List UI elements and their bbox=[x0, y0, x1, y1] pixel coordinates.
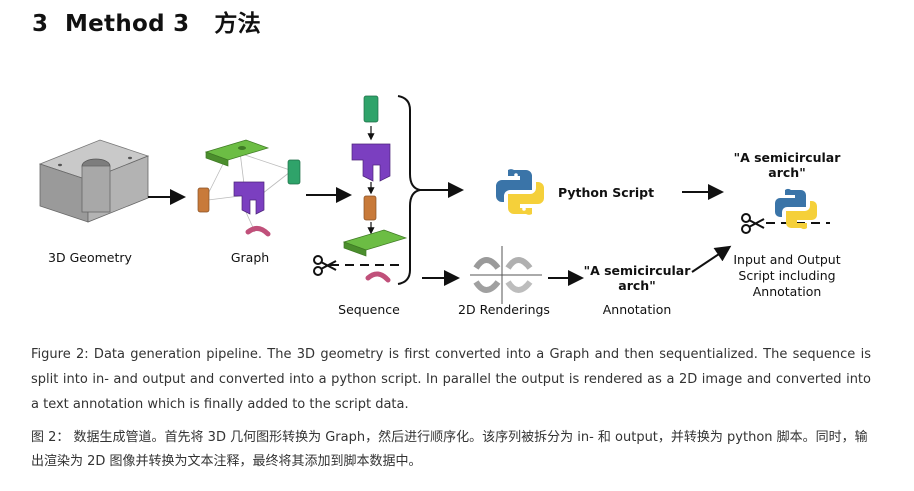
python-logo-icon bbox=[775, 189, 817, 229]
graph-label: Graph bbox=[231, 250, 269, 265]
annotation-text-line1: "A semicircular bbox=[584, 263, 692, 278]
section-number: 3 bbox=[32, 11, 49, 37]
sequence-label: Sequence bbox=[338, 302, 400, 317]
output-text-line2: arch" bbox=[768, 165, 805, 180]
section-title-en: Method 3 bbox=[64, 11, 190, 37]
python-logo-icon bbox=[496, 169, 544, 215]
sequence-parts-icon bbox=[330, 95, 408, 283]
scissors-icon bbox=[741, 213, 765, 234]
output-label-line1: Input and Output bbox=[733, 252, 840, 267]
section-heading: 3 Method 3 方法 bbox=[32, 4, 261, 38]
pipeline-figure: 3D Geometry Graph Seq bbox=[38, 95, 842, 317]
output-text-line1: "A semicircular bbox=[734, 150, 842, 165]
geometry-label: 3D Geometry bbox=[48, 250, 132, 265]
geometry-block-icon bbox=[38, 139, 150, 223]
figure-caption-zh: 图 2： 数据生成管道。首先将 3D 几何图形转换为 Graph，然后进行顺序化… bbox=[31, 430, 868, 469]
graph-nodes-icon bbox=[197, 139, 301, 237]
scissors-icon bbox=[313, 255, 337, 276]
rendering-views-icon bbox=[470, 246, 542, 304]
output-label-line3: Annotation bbox=[753, 284, 822, 299]
output-label-line2: Script including bbox=[738, 268, 835, 283]
section-title-zh: 方法 bbox=[214, 11, 262, 37]
brace-icon bbox=[397, 95, 421, 285]
python-script-label: Python Script bbox=[558, 185, 654, 200]
arrow-icon bbox=[691, 245, 732, 273]
renderings-label: 2D Renderings bbox=[458, 302, 550, 317]
annotation-label: Annotation bbox=[603, 302, 672, 317]
figure-caption-en: Figure 2: Data generation pipeline. The … bbox=[31, 347, 871, 412]
annotation-text-line2: arch" bbox=[618, 278, 655, 293]
